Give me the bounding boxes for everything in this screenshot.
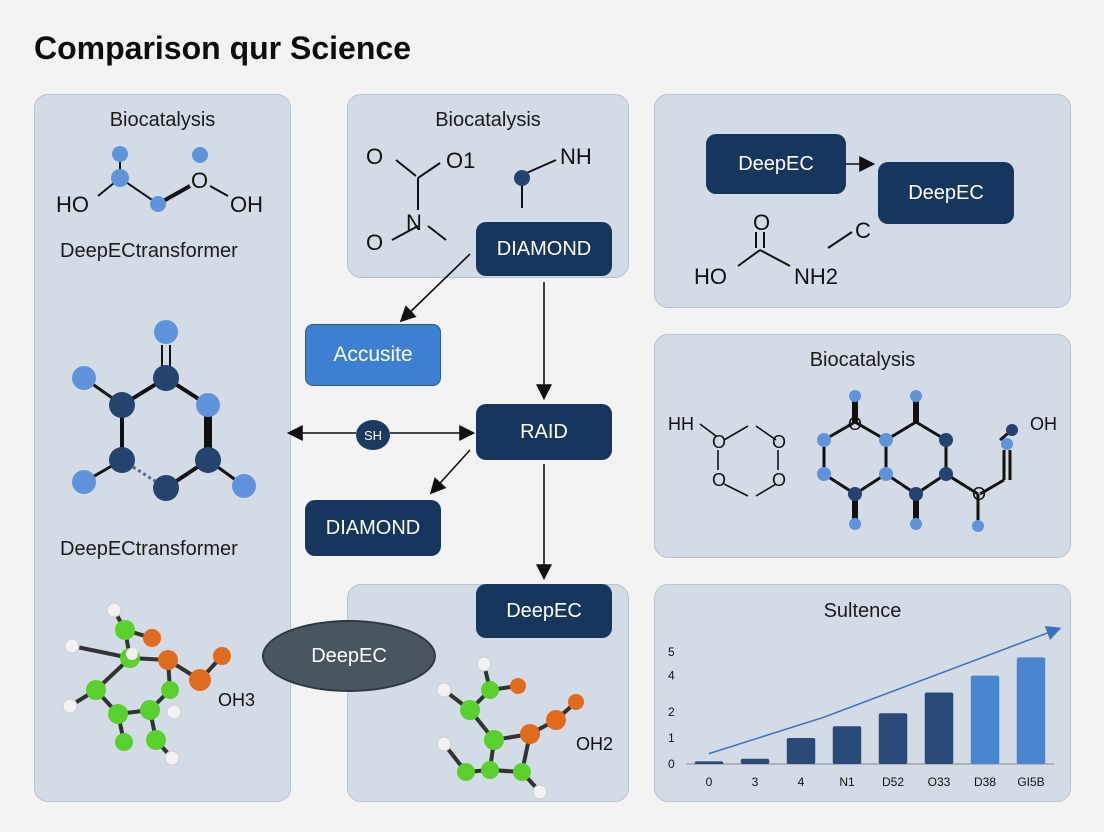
chem-o-rm-1: O [712,432,726,452]
chart-trend-line [708,626,1062,755]
arrow-diamond-to-accusite [399,253,471,323]
chart-y-tick: 1 [668,731,675,745]
chart-y-tick: 5 [668,645,675,659]
node-diamond-top[interactable]: DIAMOND [476,222,612,276]
panel-center-top-title: Biocatalysis [435,109,541,131]
chart-bar [970,675,1000,764]
node-deepec-ellipse[interactable]: DeepEC [262,620,436,692]
chart-bar [924,692,954,764]
chem-o-center-2: O [366,230,383,255]
node-deepec-right-b[interactable]: DeepEC [878,162,1014,224]
chem-o-rm-6: O [972,484,986,504]
chem-o-rm-5: O [848,414,862,434]
chart-x-tick: D38 [974,775,996,789]
chem-oh-rm: OH [1030,414,1057,434]
chem-c-right: C [855,218,871,243]
chart-bar [740,758,770,764]
molecule-left-hex [72,320,256,501]
chart-bar [1016,657,1046,764]
chart-x-tick: D52 [882,775,904,789]
flow-arrows [286,156,876,581]
node-deepec-center[interactable]: DeepEC [476,584,612,638]
chem-o-rm-2: O [772,432,786,452]
molecule-right-top [737,231,853,267]
molecule-right-mid: HH O O O O O O OH [668,390,1057,532]
atom-center-top [514,170,530,186]
chart-x-tick: O33 [928,775,951,789]
chem-n-center: N [406,210,422,235]
chart-x-tick: N1 [839,775,855,789]
chart-bar [878,713,908,764]
chem-ho-right: HO [694,264,727,289]
chem-o-center: O [366,144,383,169]
chart-x-tick: GI5B [1017,775,1044,789]
node-sh[interactable]: SH [356,420,390,450]
left-label-bottom: DeepECtransformer [60,538,238,560]
chem-nh-center: NH [560,144,592,169]
chem-o-right: O [753,210,770,235]
left-label-mid: DeepECtransformer [60,240,238,262]
chart-x-tick: 4 [798,775,805,789]
node-raid[interactable]: RAID [476,404,612,460]
molecule-left-bottom: OH3 [62,602,255,766]
chart-title: Sultence [823,600,902,622]
molecule-center-bottom: OH2 [436,656,613,800]
chart-y-tick: 2 [668,705,675,719]
chem-nh2-right: NH2 [794,264,838,289]
chart-y-tick: 4 [668,669,675,683]
panel-right-mid-title: Biocatalysis [809,349,916,371]
node-deepec-right-a[interactable]: DeepEC [706,134,846,194]
node-accusite[interactable]: Accusite [305,324,441,386]
chem-oh2: OH2 [576,734,613,754]
panel-right-chart: Sultence [654,584,1071,802]
chart-bar [786,738,816,764]
panel-left: Biocatalysis [34,94,291,802]
arrow-raid-to-diamond [429,449,471,495]
chem-oh3: OH3 [218,690,255,710]
chart-y-tick: 0 [668,757,675,771]
node-diamond-lower[interactable]: DIAMOND [305,500,441,556]
chart-bar [694,761,724,764]
panel-left-title: Biocatalysis [109,109,216,131]
chem-oh: OH [230,192,263,217]
chem-o-rm-3: O [712,470,726,490]
chart-x-tick: 3 [752,775,759,789]
chem-hh: HH [668,414,694,434]
molecule-left-top: HO O OH [56,146,263,217]
chem-o1-center: O1 [446,148,475,173]
chem-ho: HO [56,192,89,217]
chem-o: O [191,168,208,193]
chem-o-rm-4: O [772,470,786,490]
chart-bar [832,726,862,764]
page-title: Comparison qur Science [34,30,411,66]
chart-x-tick: 0 [706,775,713,789]
